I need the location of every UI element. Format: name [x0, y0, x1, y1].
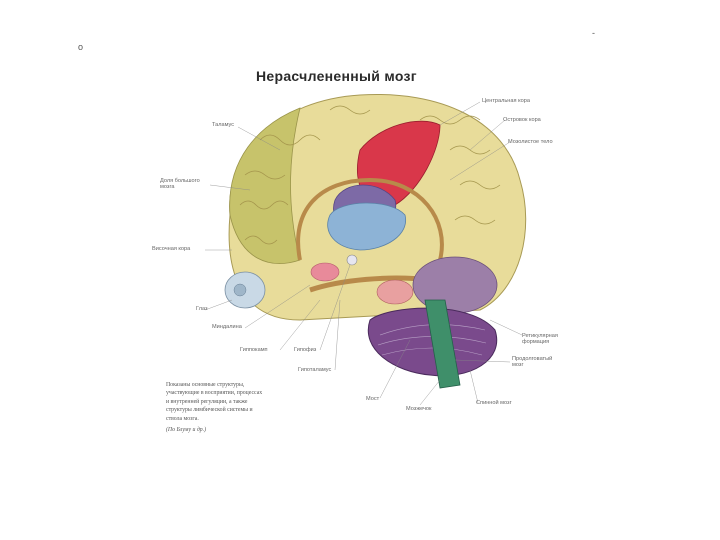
- figure-caption: Показаны основные структуры, участвующие…: [166, 382, 263, 422]
- label-temporal-cortex: Височная кора: [152, 246, 191, 252]
- label-hypothalamus: Гипоталамус: [298, 367, 332, 373]
- limbic-fornix: [296, 177, 444, 261]
- diagram-title: Нерасчлененный мозг: [256, 68, 417, 84]
- label-amygdala: Миндалина: [212, 324, 242, 330]
- eye-iris: [233, 283, 247, 297]
- corner-mark-right: -: [592, 28, 595, 38]
- hypothalamus-shape: [310, 262, 340, 282]
- label-cingulate-cortex: Центральная кора: [482, 98, 530, 104]
- thalamus: [327, 202, 406, 251]
- pituitary-shape: [346, 254, 358, 266]
- figure-credit: (По Блуму и др.): [166, 427, 207, 433]
- frontal-lobe: [229, 107, 301, 264]
- label-spinal-cord: Спинной мозг: [476, 400, 512, 406]
- gyri-lines: [239, 105, 501, 245]
- label-cerebellum: Продолговатый мозг: [512, 356, 553, 369]
- label-occipital-cortex: Островок кора: [503, 117, 541, 123]
- label-reticular-formation: Ретикулярная формация: [522, 333, 558, 346]
- label-frontal-lobe: Доля большого мозга: [160, 178, 200, 191]
- brainstem-shape: [424, 299, 461, 389]
- label-eye: Глаз: [196, 306, 208, 312]
- leader-lines: [204, 101, 523, 406]
- label-thalamus: Таламус: [212, 122, 235, 128]
- label-hippocampus: Гиппокамп: [240, 347, 268, 353]
- label-medulla: Мозжечок: [406, 406, 432, 412]
- label-corpus-callosum: Мозолистое тело: [508, 139, 553, 145]
- midbrain-red: [376, 279, 414, 305]
- label-pituitary: Гипофиз: [294, 347, 317, 353]
- label-brainstem: Мост: [366, 396, 380, 402]
- corner-mark-left: o: [78, 42, 84, 52]
